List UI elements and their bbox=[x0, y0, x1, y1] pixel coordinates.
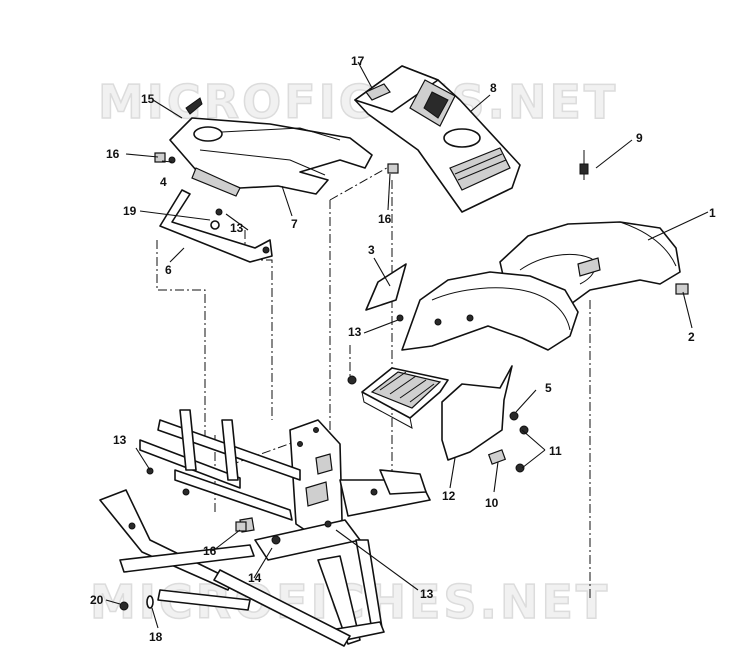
front-cover bbox=[168, 97, 373, 197]
callout-20: 20 bbox=[90, 593, 104, 607]
callout-5: 5 bbox=[545, 381, 552, 395]
grommet-16-mid bbox=[387, 163, 399, 174]
callout-19: 19 bbox=[123, 204, 137, 218]
callout-13-bracket: 13 bbox=[230, 221, 244, 235]
console-pod bbox=[354, 65, 521, 213]
callout-3: 3 bbox=[368, 243, 375, 257]
leader-lines bbox=[105, 61, 709, 629]
callout-7: 7 bbox=[291, 217, 298, 231]
footrest bbox=[361, 367, 449, 429]
callout-17: 17 bbox=[351, 54, 365, 68]
callout-1: 1 bbox=[709, 206, 716, 220]
callout-8: 8 bbox=[490, 81, 497, 95]
grommet-16-low bbox=[235, 521, 247, 532]
callout-4: 4 bbox=[160, 175, 167, 189]
front-fender bbox=[401, 271, 579, 351]
callout-13-lower: 13 bbox=[420, 587, 434, 601]
clip-10 bbox=[487, 449, 507, 465]
callout-16-top: 16 bbox=[106, 147, 120, 161]
main-frame bbox=[99, 409, 431, 647]
callout-11: 11 bbox=[549, 444, 562, 458]
callout-2: 2 bbox=[688, 330, 695, 344]
callout-16-mid: 16 bbox=[378, 212, 392, 226]
hardware bbox=[119, 152, 399, 611]
reflector-2 bbox=[675, 283, 689, 295]
side-plate-12 bbox=[441, 365, 513, 461]
decal-3 bbox=[365, 263, 407, 311]
callout-16-low: 16 bbox=[203, 544, 217, 558]
callout-15: 15 bbox=[141, 92, 155, 106]
callout-13-frame: 13 bbox=[113, 433, 127, 447]
callout-6: 6 bbox=[165, 263, 172, 277]
nuts bbox=[347, 314, 529, 473]
callout-9: 9 bbox=[636, 131, 643, 145]
callout-14: 14 bbox=[248, 571, 262, 585]
callout-13-fender: 13 bbox=[348, 325, 362, 339]
callout-labels: 1 2 3 4 5 6 7 8 9 10 11 12 13 13 13 13 1… bbox=[90, 54, 716, 644]
front-bracket bbox=[159, 189, 273, 263]
callout-18: 18 bbox=[149, 630, 163, 644]
callout-10: 10 bbox=[485, 496, 499, 510]
callout-12: 12 bbox=[442, 489, 456, 503]
bolt-9 bbox=[579, 150, 589, 180]
grommet-16-top bbox=[154, 152, 166, 163]
